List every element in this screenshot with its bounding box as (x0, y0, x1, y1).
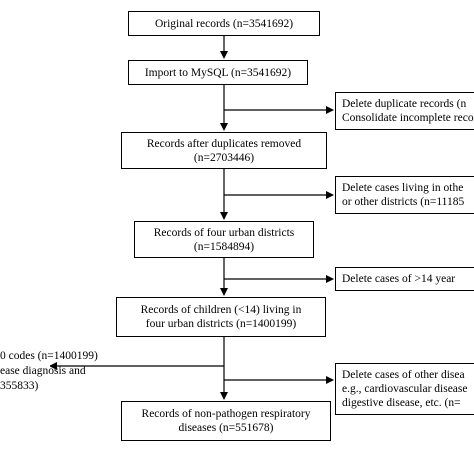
box-after-duplicates-line-1: Records after duplicates removed (146, 137, 302, 150)
box-delete-other-districts-line-1: Delete cases living in othe (342, 182, 464, 194)
box-delete-other-diseases-line-1: Delete cases of other disea (342, 369, 465, 381)
box-delete-other-districts-line-2: or other districts (n=11185 (342, 196, 465, 208)
box-delete-duplicates-line-2: Consolidate incomplete reco (342, 112, 474, 124)
box-original-records: Original records (n=3541692) (128, 11, 320, 36)
box-delete-other-diseases: Delete cases of other disea e.g., cardio… (335, 363, 474, 415)
icd-codes-text: 0 codes (n=1400199) ease diagnosis and 3… (0, 349, 98, 394)
box-four-urban-districts-line-2: (n=1584894) (193, 240, 255, 253)
box-delete-over-14-line-1: Delete cases of >14 year (342, 273, 456, 285)
box-non-pathogen-respiratory-line-2: diseases (n=551678) (178, 422, 274, 434)
box-delete-duplicates-line-1: Delete duplicate records (n (342, 98, 467, 110)
box-delete-other-districts: Delete cases living in othe or other dis… (335, 176, 474, 214)
box-delete-duplicates: Delete duplicate records (n Consolidate … (335, 92, 474, 130)
box-non-pathogen-respiratory-line-1: Records of non-pathogen respiratory (141, 408, 311, 420)
box-delete-other-diseases-line-2: e.g., cardiovascular disease (342, 383, 468, 395)
box-children-under-14-line-2: four urban districts (n=1400199) (145, 318, 297, 330)
box-import-mysql: Import to MySQL (n=3541692) (128, 60, 308, 85)
box-non-pathogen-respiratory: Records of non-pathogen respiratory dise… (121, 401, 331, 441)
box-delete-over-14: Delete cases of >14 year (335, 267, 474, 291)
box-four-urban-districts-line-1: Records of four urban districts (153, 226, 295, 239)
box-icd-codes (0, 345, 50, 399)
icd-codes-line-2: ease diagnosis and (0, 365, 86, 377)
box-import-mysql-line-1: Import to MySQL (n=3541692) (144, 66, 292, 79)
box-after-duplicates-line-2: (n=2703446) (193, 151, 255, 164)
box-children-under-14-line-1: Records of children (<14) living in (140, 304, 302, 316)
icd-codes-line-1: 0 codes (n=1400199) (0, 350, 98, 362)
icd-codes-line-3: 355833) (0, 380, 39, 392)
box-delete-other-diseases-line-3: digestive disease, etc. (n= (342, 397, 461, 409)
box-original-records-line-1: Original records (n=3541692) (154, 17, 294, 30)
box-children-under-14: Records of children (<14) living in four… (116, 297, 326, 337)
box-after-duplicates: Records after duplicates removed (n=2703… (121, 132, 327, 169)
box-four-urban-districts: Records of four urban districts (n=15848… (134, 221, 314, 258)
